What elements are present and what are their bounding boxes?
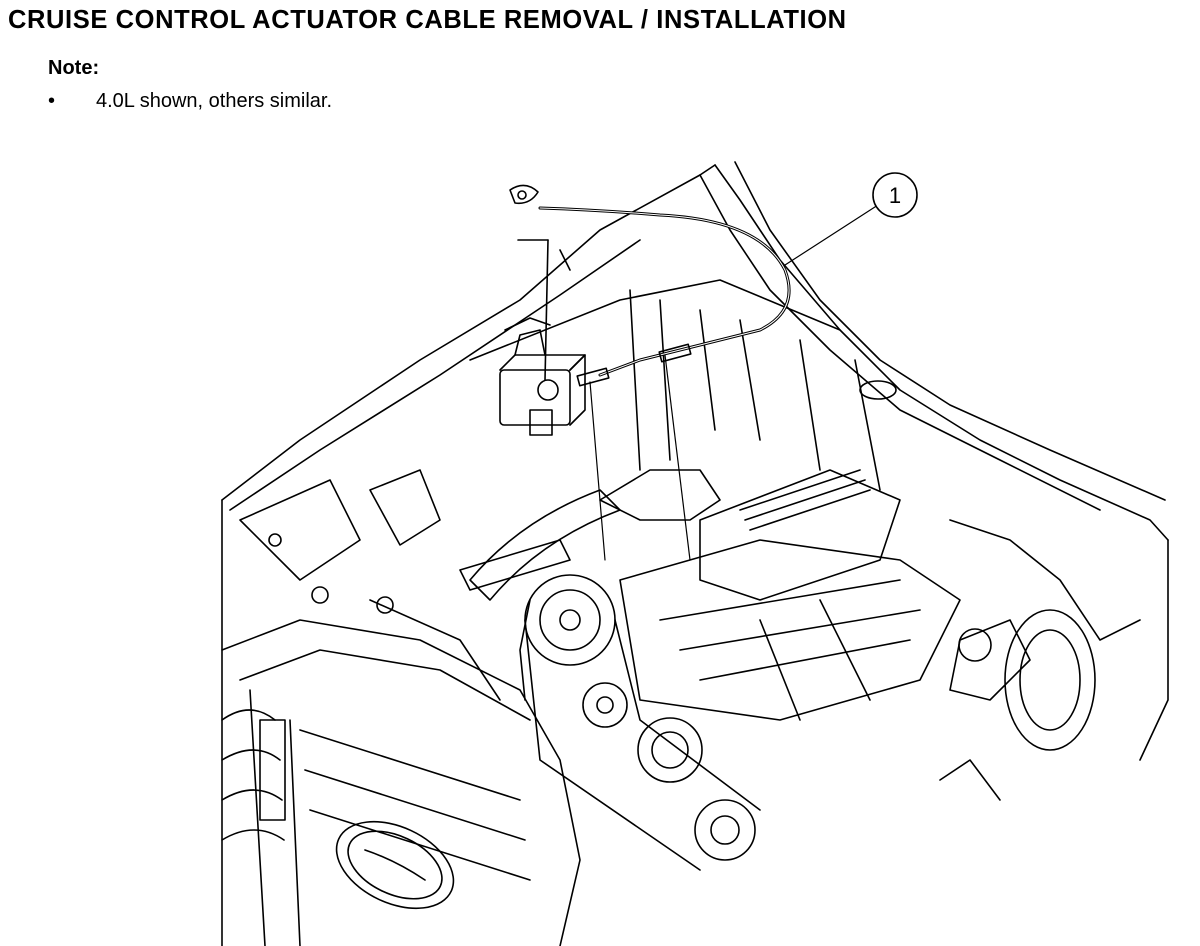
callout-number: 1 [889,183,901,208]
bullet-icon: • [48,90,56,112]
note-heading: Note: [48,57,100,79]
brake-booster [949,609,1096,751]
cruise-control-actuator [499,317,586,436]
engine-assembly [599,469,961,721]
hood-outline [221,161,1169,946]
accessory-drive [519,574,761,871]
note-item: • 4.0L shown, others similar. [48,90,332,113]
radiator-hose [469,489,621,601]
left-fender-details [239,469,571,701]
ford-oval-logo [335,820,455,910]
firewall [469,279,881,491]
callout-1: 1 [872,172,918,218]
engine-compartment-illustration: 1 [221,161,1169,946]
leader-lines [589,204,879,561]
actuator-cable [509,184,791,387]
right-fender-details [859,380,1141,801]
page-title: CRUISE CONTROL ACTUATOR CABLE REMOVAL / … [8,6,847,34]
note-item-text: 4.0L shown, others similar. [96,90,333,112]
